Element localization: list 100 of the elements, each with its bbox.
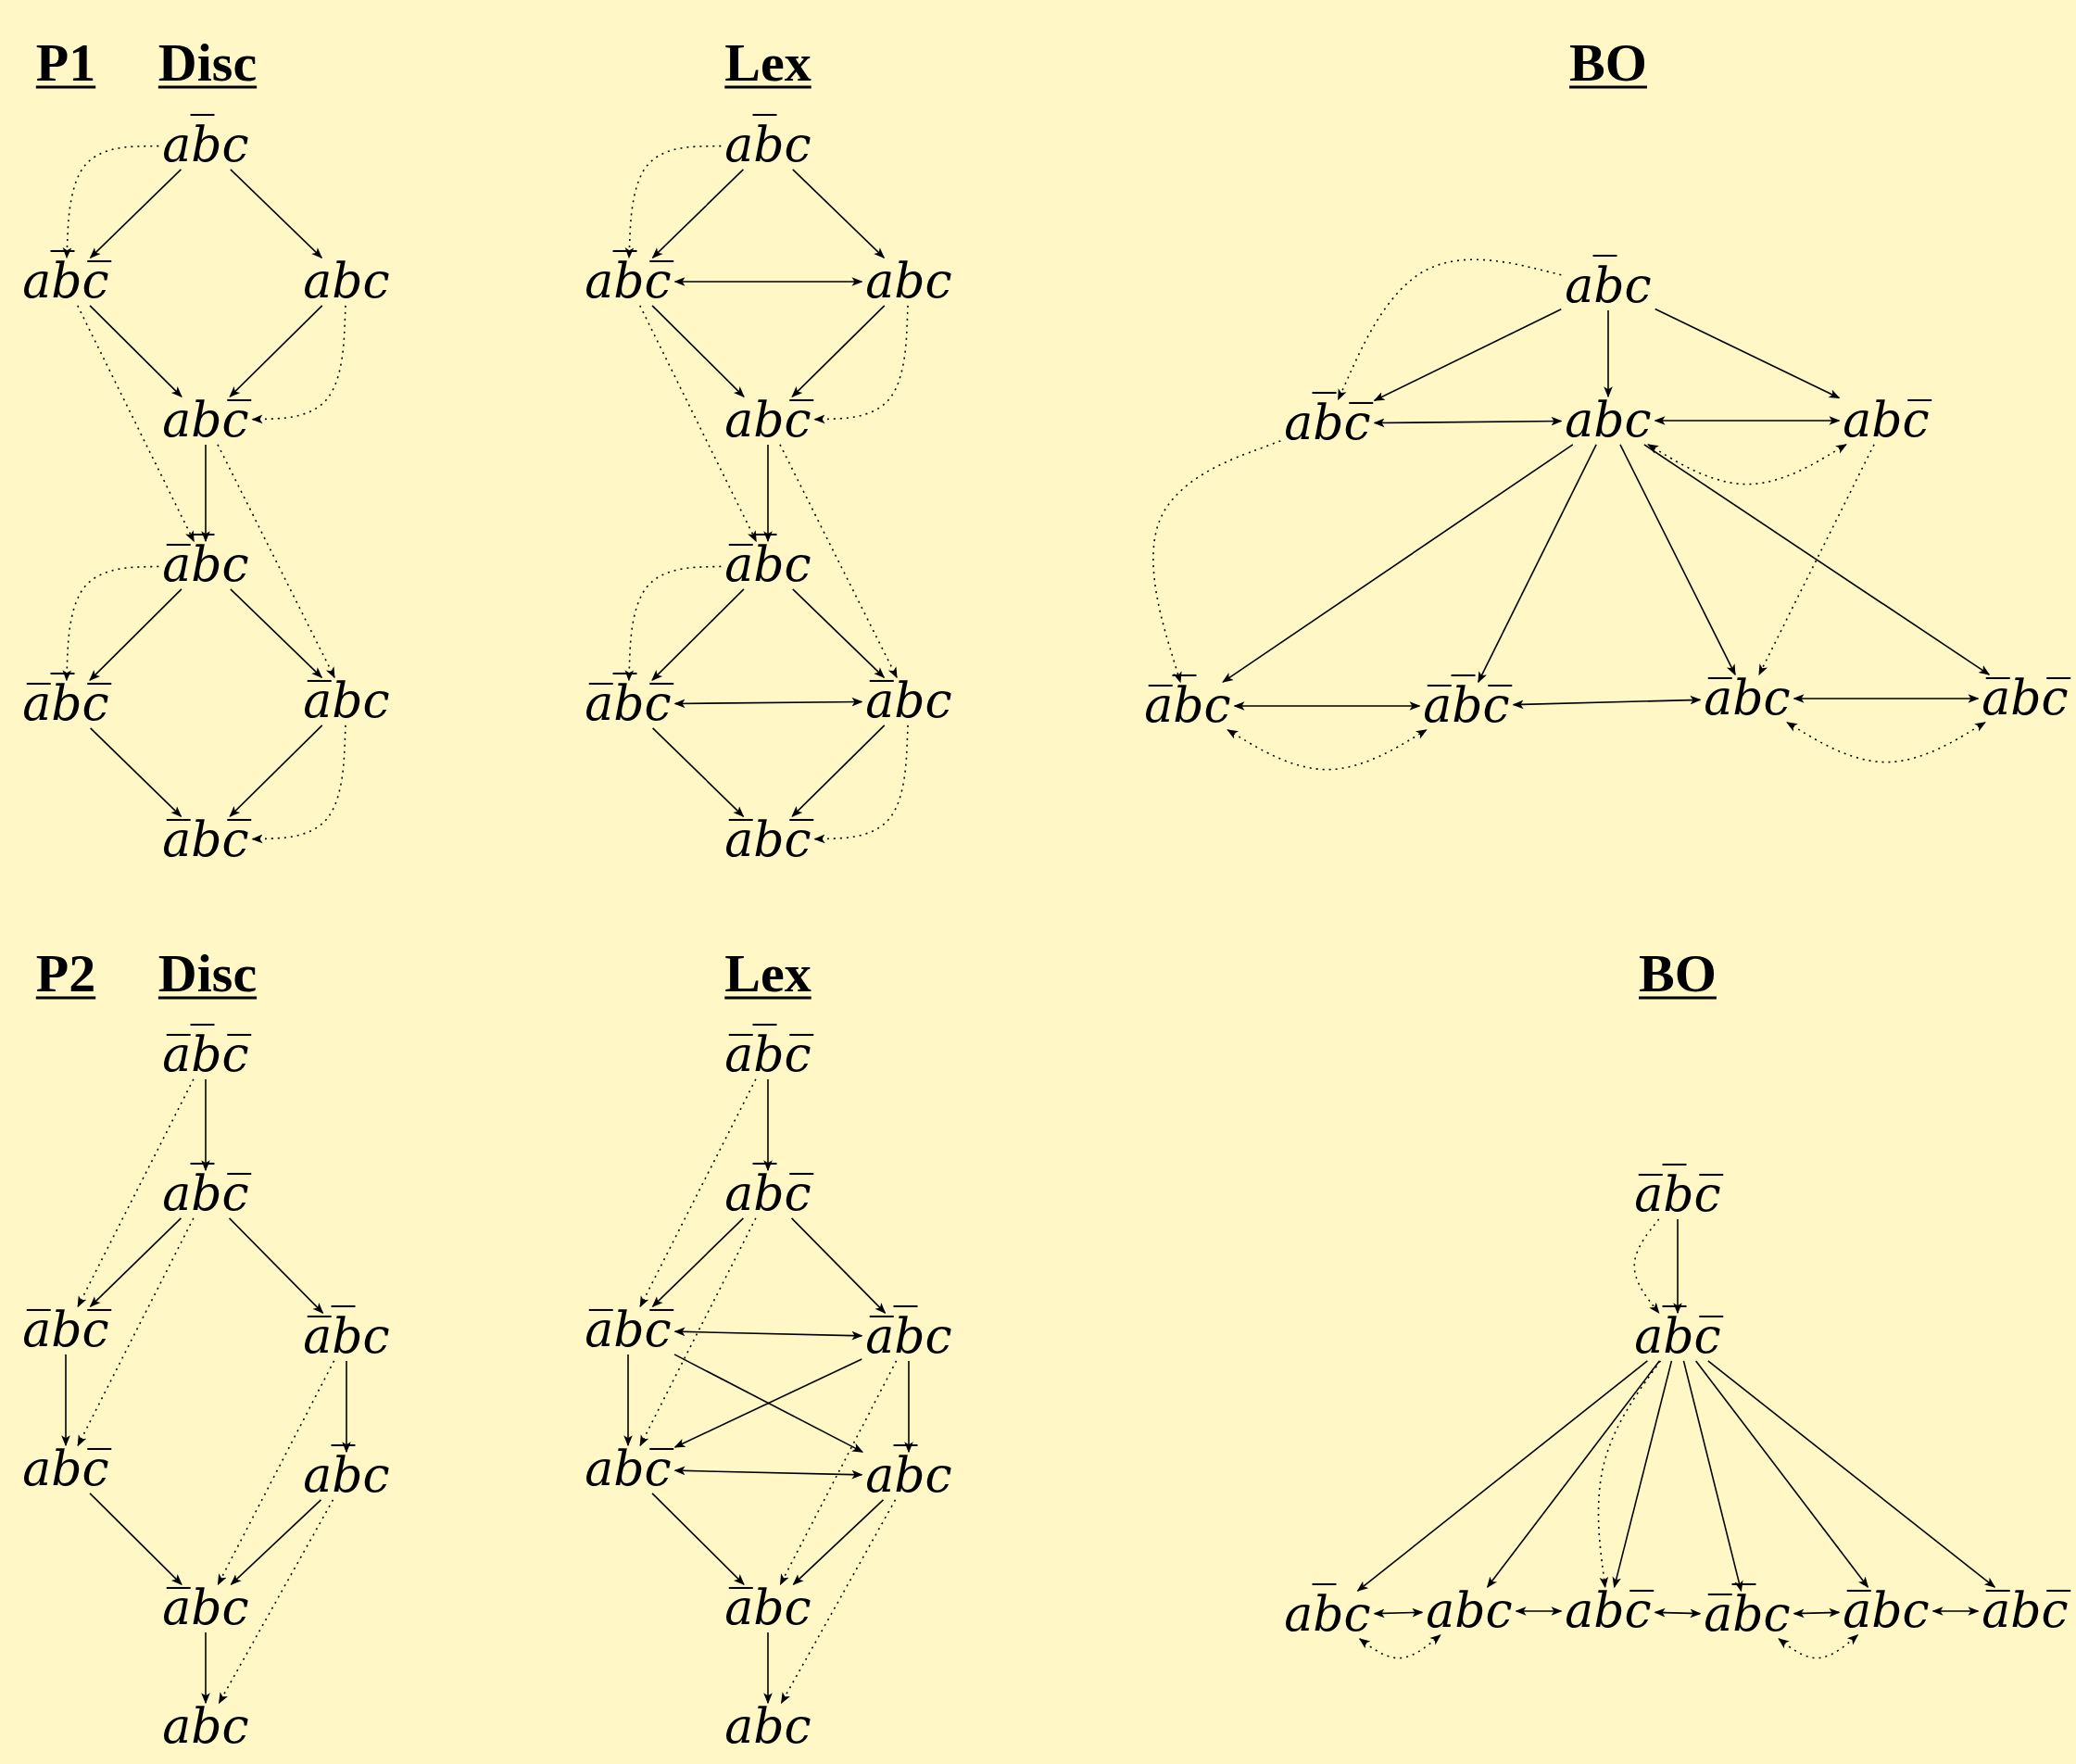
arrow	[651, 588, 745, 681]
dotted-arrow	[813, 724, 909, 844]
term-label: a̅bc	[1702, 671, 1793, 726]
arrow	[791, 724, 886, 817]
term-label: abc	[1424, 1583, 1515, 1639]
arrow	[1654, 1607, 1702, 1619]
term-label: a̅bc̅	[723, 813, 813, 868]
arrow	[230, 588, 323, 678]
term-label: abc	[723, 1699, 813, 1755]
dotted-arrow	[624, 565, 723, 682]
arrow	[651, 1217, 745, 1307]
arrow	[342, 1360, 351, 1454]
dotted-arrow	[1597, 1360, 1662, 1589]
term-label: a̅bc̅	[160, 813, 251, 868]
arrow	[229, 724, 323, 817]
arrow	[201, 444, 210, 543]
term-label: a̅bc̅	[583, 1303, 673, 1358]
arrow	[673, 1466, 863, 1480]
arrow	[201, 1632, 210, 1705]
arrow	[230, 1499, 322, 1585]
dotted-arrow	[639, 1217, 757, 1447]
dotted-arrow	[779, 444, 898, 679]
arrow	[791, 305, 886, 397]
arrow	[1682, 1360, 1743, 1593]
arrow	[201, 1078, 210, 1172]
arrow	[1643, 444, 1991, 675]
arrow	[1654, 416, 1841, 425]
term-label: abc	[301, 254, 392, 309]
term-label: a̅bc	[301, 674, 392, 729]
arrow	[1356, 1360, 1649, 1592]
arrow	[89, 305, 182, 397]
term-label: a̅bc̅	[1980, 671, 2070, 726]
term-label: abc̅	[160, 393, 251, 448]
arrow	[228, 1217, 324, 1314]
dotted-arrow	[1152, 440, 1282, 684]
dotted-arrow	[1778, 1634, 1859, 1659]
arrow	[763, 1632, 773, 1705]
arrow	[651, 305, 745, 397]
arrow	[230, 169, 323, 258]
dotted-arrow	[77, 1078, 195, 1308]
dotted-arrow	[77, 1217, 195, 1447]
dotted-arrow	[1786, 722, 1986, 763]
arrow	[89, 727, 182, 817]
term-label: abc̅	[723, 393, 813, 448]
dotted-arrow	[639, 1078, 757, 1308]
arrow	[790, 1217, 887, 1314]
arrow	[1512, 695, 1702, 710]
arrow	[673, 697, 863, 709]
dotted-arrow	[780, 1499, 897, 1705]
arrow	[1515, 1606, 1563, 1616]
dotted-arrow	[62, 565, 160, 682]
arrow	[1707, 1360, 1996, 1588]
panel-heading: Disc	[157, 941, 258, 1004]
dotted-arrow	[1358, 1634, 1441, 1659]
term-label: abc̅	[1841, 393, 1931, 448]
dotted-arrow	[1647, 444, 1847, 485]
arrow	[1373, 416, 1563, 428]
arrow	[1604, 309, 1613, 398]
term-label: abc̅	[20, 1442, 111, 1497]
arrow	[763, 444, 773, 543]
arrow	[61, 1354, 70, 1447]
arrow	[89, 1493, 182, 1585]
dotted-arrow	[1337, 258, 1563, 401]
term-label: abc̅	[1563, 1583, 1654, 1639]
arrow	[1793, 694, 1980, 703]
arrow	[792, 588, 886, 678]
term-label: abc̅	[583, 1442, 673, 1497]
arrow	[673, 1327, 863, 1341]
arrow	[792, 169, 886, 258]
term-label: a̅bc̅	[20, 1303, 111, 1358]
dotted-arrow	[62, 145, 160, 259]
arrow	[1222, 444, 1574, 683]
arrow	[904, 1360, 913, 1454]
panel-heading: BO	[1569, 31, 1647, 94]
panel-heading: P1	[35, 31, 96, 94]
dotted-arrow	[779, 1360, 898, 1586]
panel-heading: Lex	[724, 31, 812, 94]
panel-heading: BO	[1639, 941, 1717, 1004]
arrow	[1486, 1360, 1661, 1589]
arrow	[89, 1217, 182, 1307]
arrow	[1233, 701, 1421, 711]
dotted-arrow	[639, 305, 757, 543]
dotted-arrow	[1227, 729, 1428, 771]
dotted-arrow	[251, 305, 346, 424]
panel-heading: Disc	[157, 31, 258, 94]
arrow	[89, 169, 182, 258]
arrow	[673, 277, 863, 286]
arrow	[1654, 308, 1841, 399]
dotted-arrow	[217, 1360, 335, 1586]
term-label: abc	[160, 1699, 251, 1755]
arrow	[1478, 444, 1597, 684]
term-label: a̅bc	[160, 1581, 251, 1636]
arrow	[651, 1493, 745, 1585]
term-label: abc	[863, 254, 954, 309]
dotted-arrow	[1758, 444, 1875, 676]
arrow	[1694, 1360, 1869, 1589]
arrow	[763, 1078, 773, 1172]
arrow	[1673, 1218, 1682, 1315]
term-label: a̅bc̅	[1980, 1583, 2070, 1639]
term-label: a̅bc	[1841, 1583, 1931, 1639]
